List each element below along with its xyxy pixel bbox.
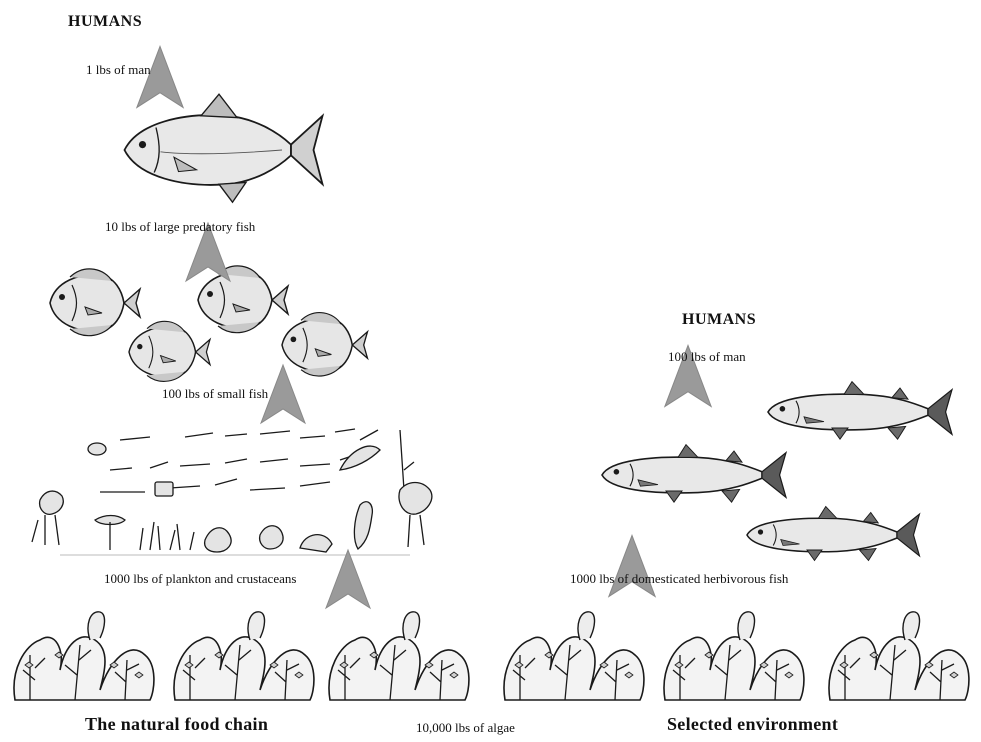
algae-icon — [328, 611, 470, 701]
domesticated-fish-icon — [746, 505, 921, 562]
selected-level-fish-label: 1000 lbs of domesticated herbivorous fis… — [570, 571, 789, 586]
arrow-up-icon — [325, 549, 371, 609]
domesticated-fish-icon — [601, 443, 787, 504]
small-fish-icon — [49, 268, 141, 337]
natural-chain-caption: The natural food chain — [85, 714, 269, 734]
algae-icon — [13, 611, 155, 701]
small-fish-icon — [281, 311, 369, 377]
domesticated-fish-icon — [767, 380, 953, 441]
algae-row — [13, 611, 970, 701]
plankton-icon — [31, 428, 433, 556]
algae-icon — [173, 611, 315, 701]
natural-level-small-fish-label: 100 lbs of small fish — [162, 386, 269, 401]
small-fish-icon — [197, 265, 289, 334]
small-fish-icon — [128, 320, 211, 383]
arrow-up-icon — [608, 534, 656, 597]
algae-icon — [828, 611, 970, 701]
selected-level-man-label: 100 lbs of man — [668, 349, 746, 364]
natural-level-plankton-label: 1000 lbs of plankton and crustaceans — [104, 571, 297, 586]
natural-humans-heading: HUMANS — [68, 13, 143, 30]
natural-level-man-label: 1 lbs of man — [86, 62, 151, 77]
selected-environment-caption: Selected environment — [667, 714, 839, 734]
large-predatory-fish-icon — [123, 93, 324, 204]
selected-humans-heading: HUMANS — [682, 311, 757, 328]
algae-base-label: 10,000 lbs of algae — [416, 720, 515, 735]
natural-level-large-fish-label: 10 lbs of large predatory fish — [105, 219, 256, 234]
algae-icon — [503, 611, 645, 701]
algae-icon — [663, 611, 805, 701]
